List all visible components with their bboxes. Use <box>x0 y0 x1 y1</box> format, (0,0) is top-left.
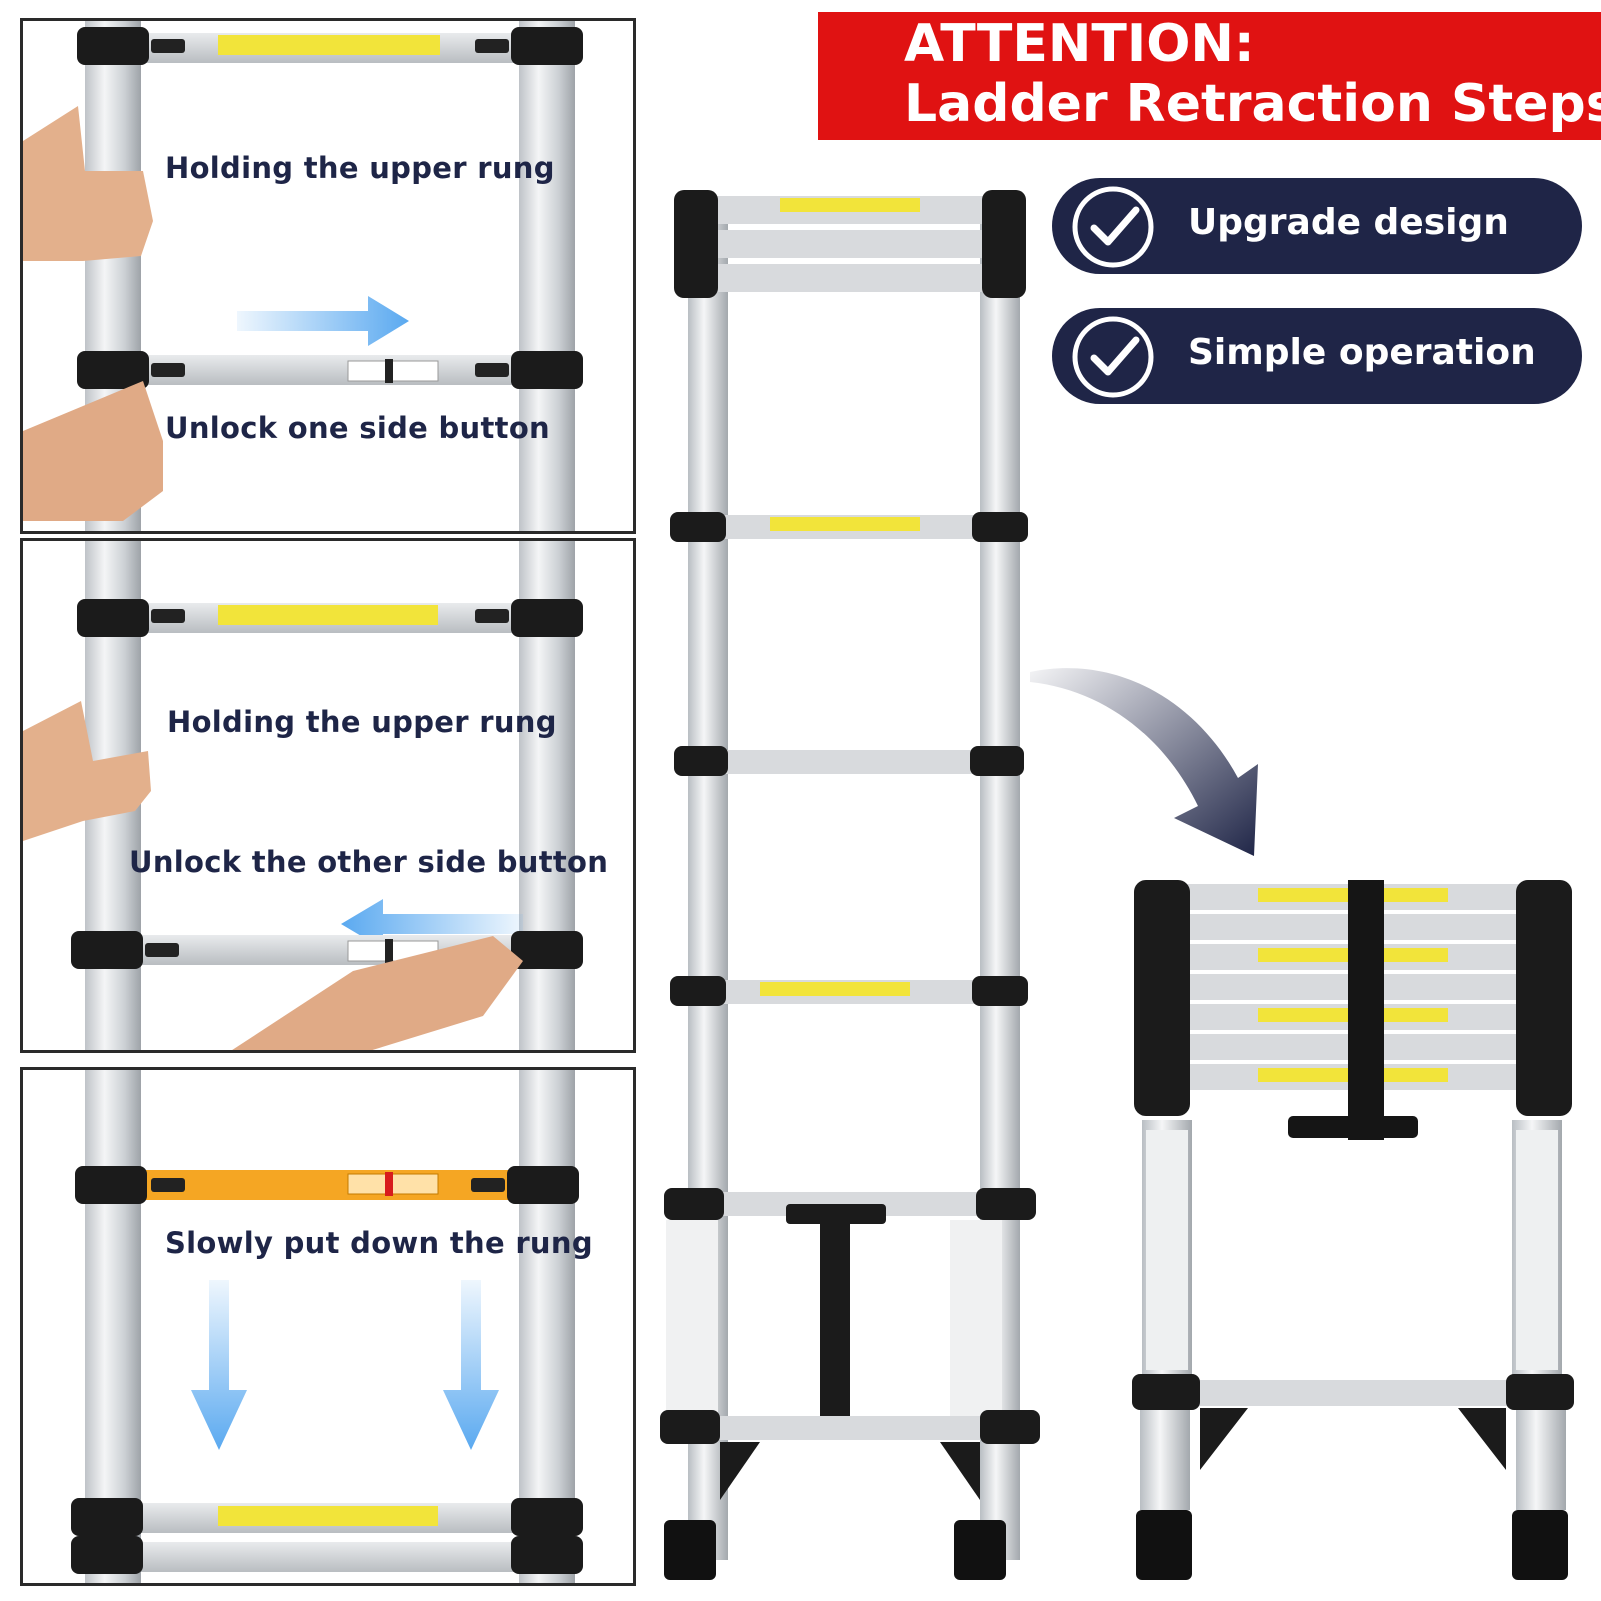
step-3-illustration <box>71 1070 583 1583</box>
feature-label: Upgrade design <box>1188 202 1509 243</box>
step-panel-1: Holding the upper rung Unlock one side b… <box>20 18 636 534</box>
step-panel-3: Slowly put down the rung <box>20 1067 636 1586</box>
attention-banner: ATTENTION: Ladder Retraction Steps <box>818 12 1601 140</box>
collapsed-ladder-image <box>1132 880 1574 1580</box>
step-1-top-caption: Holding the upper rung <box>165 151 555 185</box>
step-2-illustration <box>23 541 583 1050</box>
feature-pill-simple-operation: Simple operation <box>1052 308 1582 404</box>
check-circle-icon <box>1072 186 1154 268</box>
banner-subtitle: Ladder Retraction Steps <box>904 74 1601 134</box>
feature-label: Simple operation <box>1188 332 1536 373</box>
step-3-caption: Slowly put down the rung <box>165 1226 593 1260</box>
feature-pill-upgrade-design: Upgrade design <box>1052 178 1582 274</box>
extended-ladder-image <box>660 190 1040 1580</box>
step-1-illustration <box>23 21 583 531</box>
banner-title: ATTENTION: <box>904 14 1255 74</box>
step-panel-2: Holding the upper rung Unlock the other … <box>20 538 636 1053</box>
step-1-bottom-caption: Unlock one side button <box>165 411 550 445</box>
step-2-top-caption: Holding the upper rung <box>167 705 557 739</box>
retraction-arrow-icon <box>1030 668 1258 856</box>
step-2-bottom-caption: Unlock the other side button <box>129 845 609 879</box>
check-circle-icon <box>1072 316 1154 398</box>
